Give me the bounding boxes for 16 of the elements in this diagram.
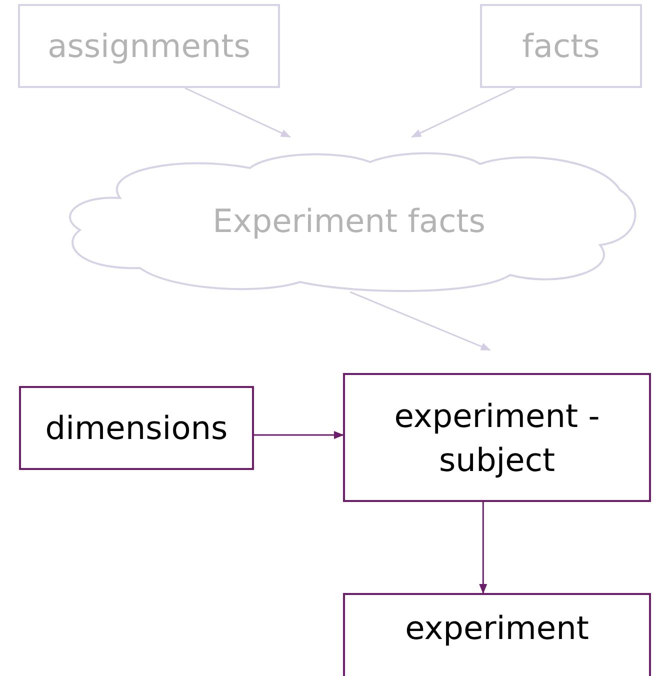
node-label: Experiment facts	[212, 201, 486, 242]
arrow	[479, 502, 488, 594]
node-label: assignments	[46, 26, 252, 67]
node-label: dimensions	[44, 408, 229, 449]
process-box	[18, 4, 280, 88]
process-box	[480, 4, 642, 88]
node-label: facts	[521, 26, 601, 67]
arrow	[254, 431, 344, 440]
node-label: experiment - subject	[393, 396, 601, 480]
arrow	[184, 87, 291, 138]
arrow	[350, 291, 491, 351]
node-label: experiment	[404, 608, 590, 649]
process-box	[343, 593, 651, 676]
process-box	[19, 386, 254, 470]
arrow	[411, 87, 516, 138]
process-box	[343, 373, 651, 502]
